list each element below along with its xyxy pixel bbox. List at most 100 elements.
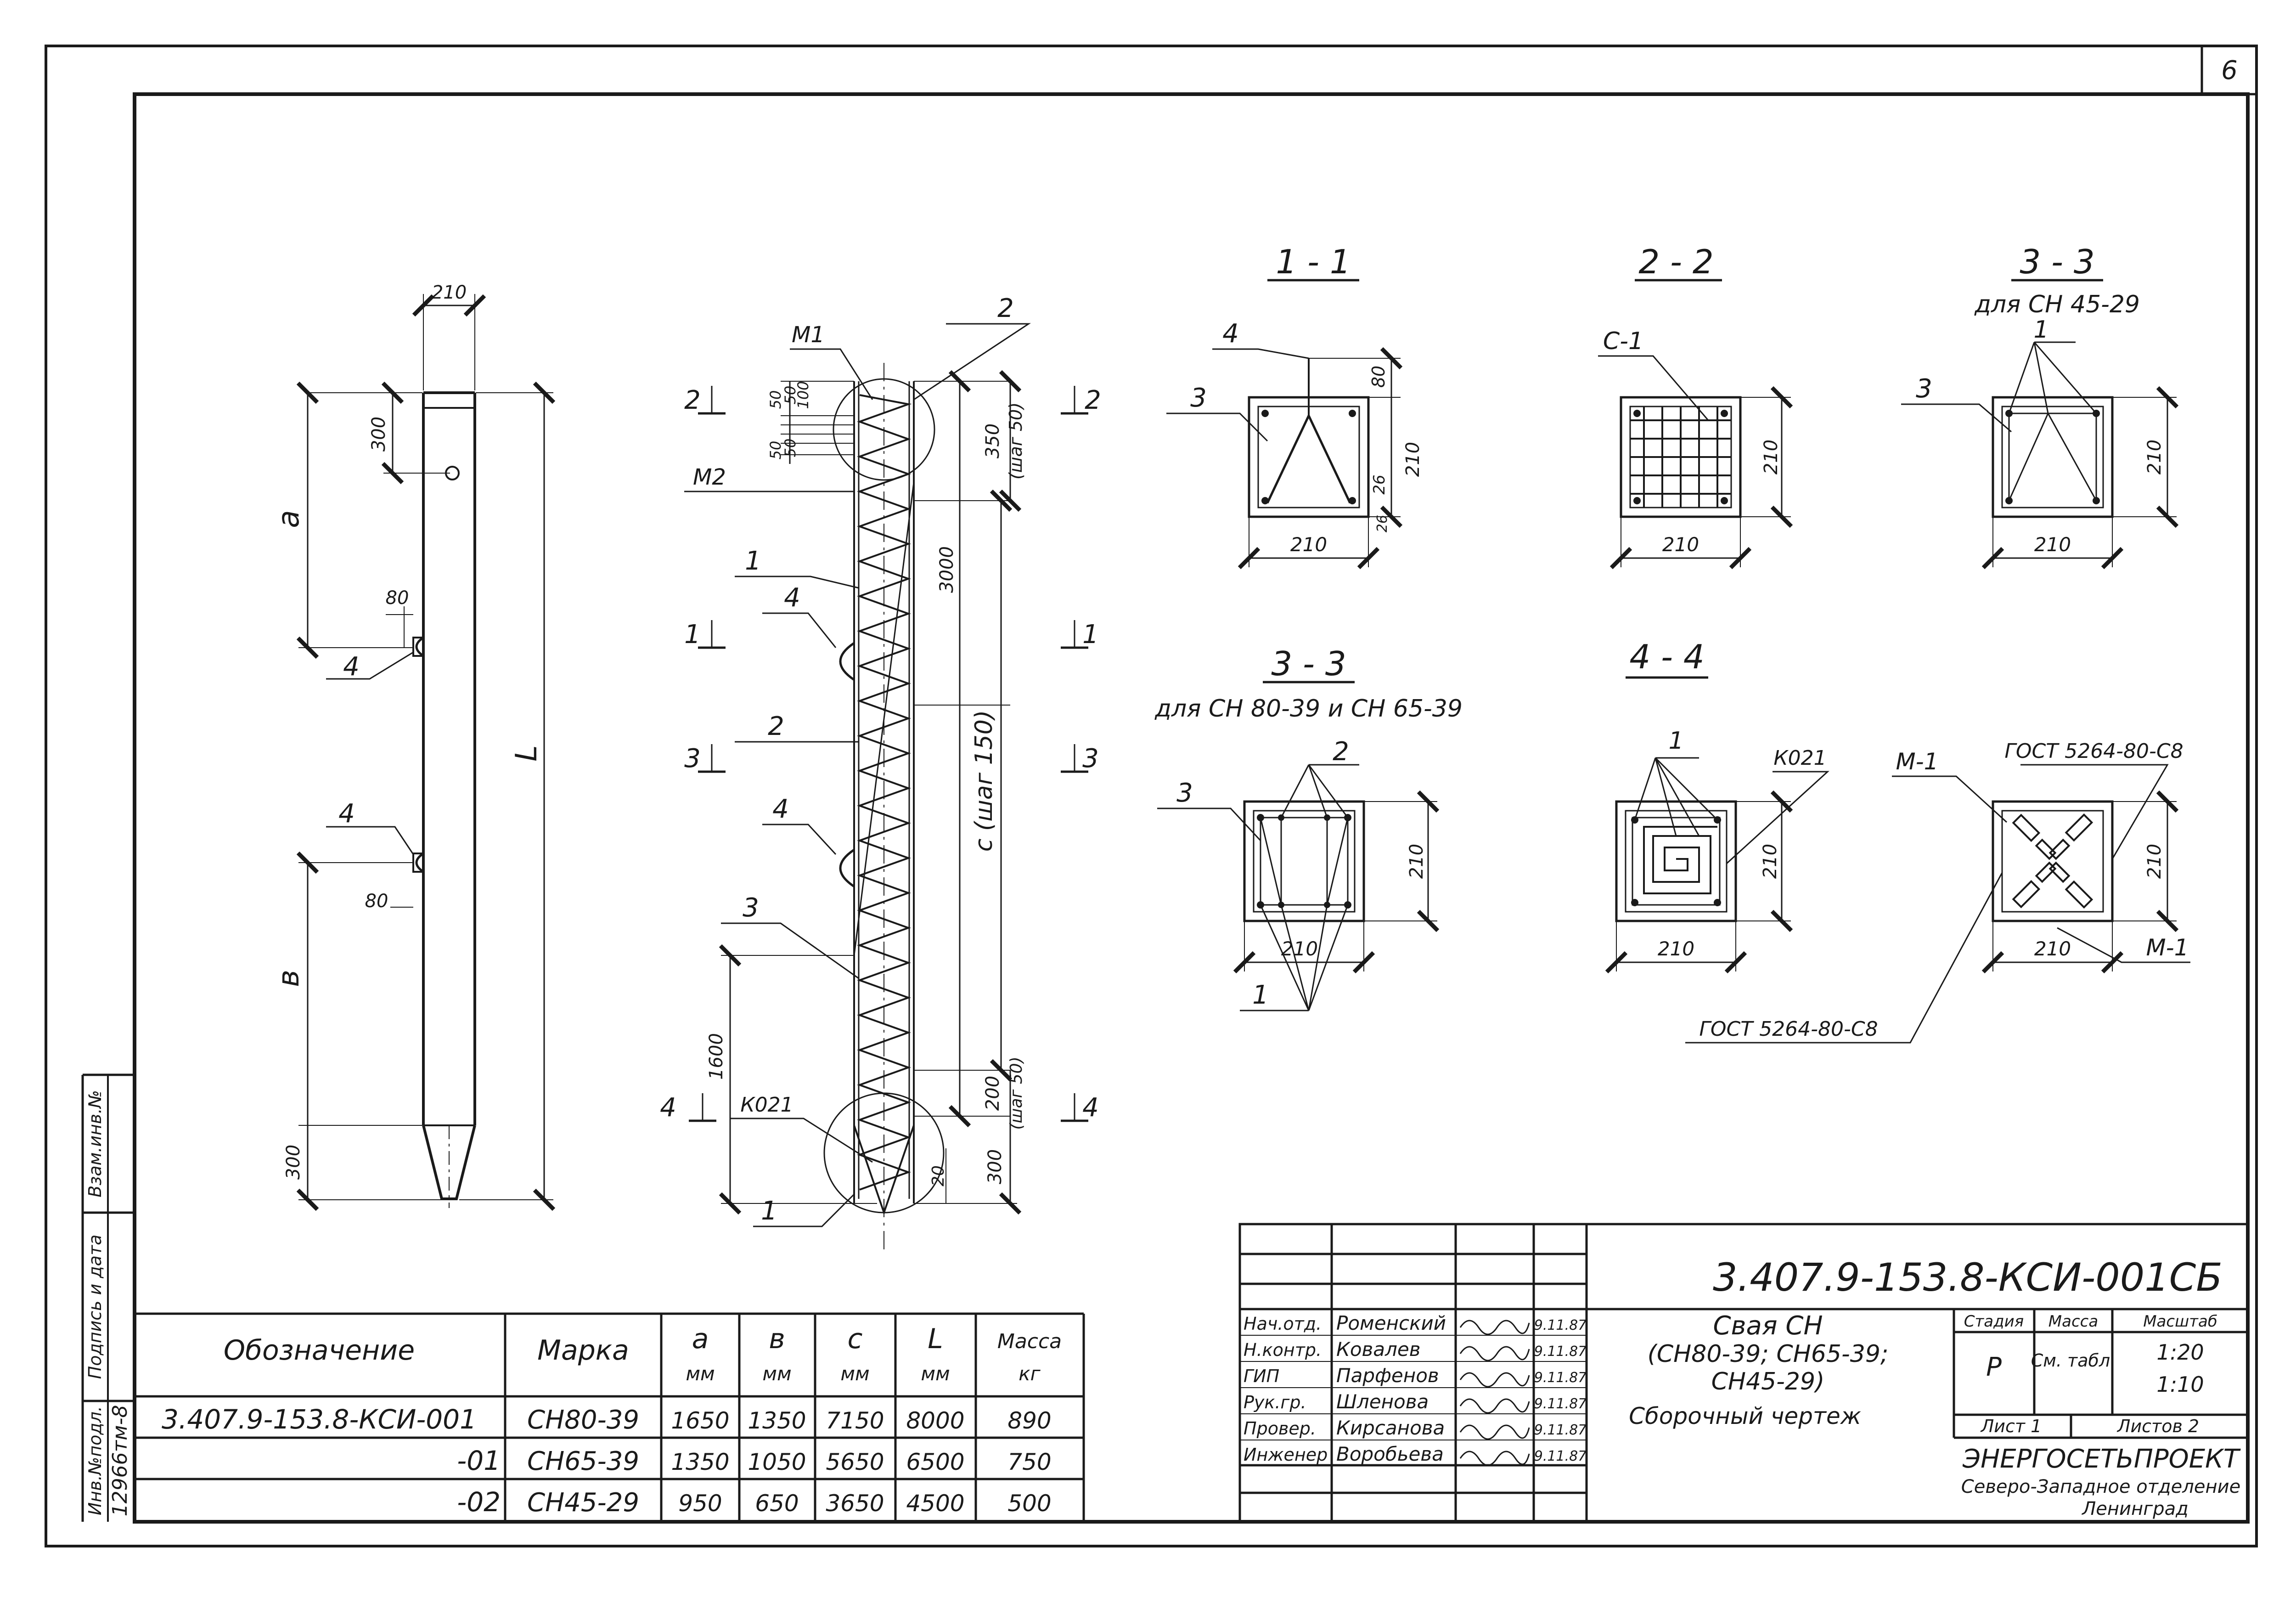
spec-header-5: L xyxy=(928,1323,943,1355)
reinf-pos-4-top: 4 xyxy=(784,583,800,613)
stage-value: Р xyxy=(1986,1352,2002,1382)
spec-cell: 4500 xyxy=(906,1490,964,1517)
reinf-dim-350: 350 xyxy=(982,424,1003,458)
spec-cell: 1650 xyxy=(671,1407,729,1434)
signature-scribble xyxy=(1459,1346,1530,1361)
section-3-3b-title: 3 - 3 xyxy=(1271,644,1346,683)
reinf-dim-3000: 3000 xyxy=(936,546,957,593)
elev-dim-a: a xyxy=(272,510,306,528)
spec-cell: 750 xyxy=(1007,1449,1051,1475)
reinf-dim-200: 200 xyxy=(982,1076,1003,1111)
section-4-4-title: 4 - 4 xyxy=(1629,638,1704,676)
s22-dim-210v: 210 xyxy=(1761,440,1782,474)
spiral-zigzag xyxy=(857,394,912,1191)
section-3-3a-title: 3 - 3 xyxy=(2020,243,2094,281)
page-number: 6 xyxy=(2221,56,2238,85)
reinf-pos-2-top: 2 xyxy=(997,294,1014,323)
role-name: Шленова xyxy=(1336,1390,1429,1413)
item-title-1: Свая СН xyxy=(1713,1311,1823,1341)
s33b-dim-210h: 210 xyxy=(1281,937,1318,960)
s33a-dim-210v: 210 xyxy=(2144,440,2165,474)
elev-dim-width: 210 xyxy=(432,282,467,303)
s5-gost-bot: ГОСТ 5264-80-С8 xyxy=(1699,1017,1878,1041)
role-date: 9.11.87 xyxy=(1534,1344,1587,1360)
mass-header: Масса xyxy=(2048,1312,2098,1331)
drawing-type: Сборочный чертеж xyxy=(1629,1403,1861,1429)
s11-dim-26b: 26 xyxy=(1374,515,1390,532)
reinf-pos-1-bot: 1 xyxy=(761,1196,777,1226)
spec-cell: СН65-39 xyxy=(527,1446,639,1476)
cut-mark-3-right: 3 xyxy=(1061,744,1099,774)
spec-cell-designation: -01 xyxy=(457,1445,501,1476)
s5-m1-top: М-1 xyxy=(1896,748,1939,775)
role-date: 9.11.87 xyxy=(1534,1448,1587,1464)
reinf-pos-2-mid: 2 xyxy=(768,712,784,741)
mass-value: См. табл. xyxy=(2031,1350,2116,1371)
doc-code: 3.407.9-153.8-КСИ-001СБ xyxy=(1713,1255,2223,1300)
s11-dim-210v: 210 xyxy=(1402,442,1424,477)
reinf-dim-stack-3: 50 xyxy=(782,386,799,405)
spec-cell: СН45-29 xyxy=(527,1488,639,1518)
s33a-pos-3: 3 xyxy=(1916,374,1932,404)
spec-header-unit-5: мм xyxy=(921,1362,950,1385)
svg-text:1: 1 xyxy=(1082,620,1099,649)
spec-header-unit-2: мм xyxy=(686,1362,715,1385)
spec-header-1: Марка xyxy=(537,1334,629,1367)
org-division: Северо-Западное отделение xyxy=(1961,1476,2240,1497)
role-label: Нач.отд. xyxy=(1244,1314,1322,1334)
item-title-3: СН45-29) xyxy=(1711,1368,1825,1395)
s44-dim-210h: 210 xyxy=(1658,937,1694,960)
spec-cell: 650 xyxy=(755,1490,799,1517)
elev-dim-tip-300: 300 xyxy=(283,1145,304,1180)
scale-value-1: 1:20 xyxy=(2156,1340,2204,1365)
stage-header: Стадия xyxy=(1964,1312,2024,1331)
side-label-signature-date: Подпись и дата xyxy=(85,1235,105,1379)
s11-dim-210h: 210 xyxy=(1290,533,1327,556)
s33b-pos-3: 3 xyxy=(1176,778,1193,808)
sheet-label: Лист 1 xyxy=(1980,1416,2042,1436)
spec-header-6: Масса xyxy=(997,1330,1062,1353)
section-1-1: 1 - 1 4 3 80 26 26 210 210 xyxy=(1166,243,1424,570)
s11-dim-26: 26 xyxy=(1370,474,1389,494)
spec-header-4: с xyxy=(848,1323,863,1355)
spec-header-unit-3: мм xyxy=(762,1362,791,1385)
title-block: 3.407.9-153.8-КСИ-001СБ Нач.отд.Роменски… xyxy=(1238,1223,2249,1523)
section-1-1-title: 1 - 1 xyxy=(1276,243,1351,281)
spec-header-2: a xyxy=(692,1323,709,1355)
side-label-replaced-inv: Взам.инв.№ xyxy=(85,1090,105,1197)
elev-dim-b: в xyxy=(272,970,306,987)
cut-mark-1-left: 1 xyxy=(684,620,726,649)
role-name: Кирсанова xyxy=(1336,1417,1445,1439)
pile-elevation: 210 300 a в 300 L 80 4 4 80 xyxy=(272,282,556,1211)
scale-header: Масштаб xyxy=(2143,1312,2217,1331)
reinf-label-K021: К021 xyxy=(740,1093,793,1117)
cut-mark-4-left: 4 xyxy=(660,1093,716,1123)
reinf-dim-c-step150: с (шаг 150) xyxy=(970,710,998,852)
elev-dim-L: L xyxy=(510,745,544,762)
spec-header-unit-6: кг xyxy=(1019,1362,1041,1385)
spec-header-unit-4: мм xyxy=(840,1362,869,1385)
signature-scribble xyxy=(1459,1372,1530,1388)
role-label: Рук.гр. xyxy=(1244,1392,1306,1412)
reinf-dim-stack-2: 100 xyxy=(794,381,812,409)
spec-cell-designation: -02 xyxy=(457,1486,501,1518)
role-name: Воробьева xyxy=(1336,1443,1444,1465)
side-inv-number: 12966тм-8 xyxy=(108,1405,132,1517)
role-label: Провер. xyxy=(1244,1418,1316,1439)
sheets-label: Листов 2 xyxy=(2116,1416,2199,1436)
reinf-dim-300: 300 xyxy=(985,1149,1006,1184)
section-3-3-sn45: 3 - 3 для СН 45-29 1 3 210 210 xyxy=(1901,243,2179,570)
elev-mark-4-top: 4 xyxy=(343,652,360,682)
s44-label-k021: К021 xyxy=(1773,746,1826,770)
svg-text:2: 2 xyxy=(1085,385,1101,415)
spec-cell: 1350 xyxy=(748,1407,806,1434)
s44-pos-1: 1 xyxy=(1668,727,1683,755)
spec-cell: 1350 xyxy=(671,1449,729,1475)
